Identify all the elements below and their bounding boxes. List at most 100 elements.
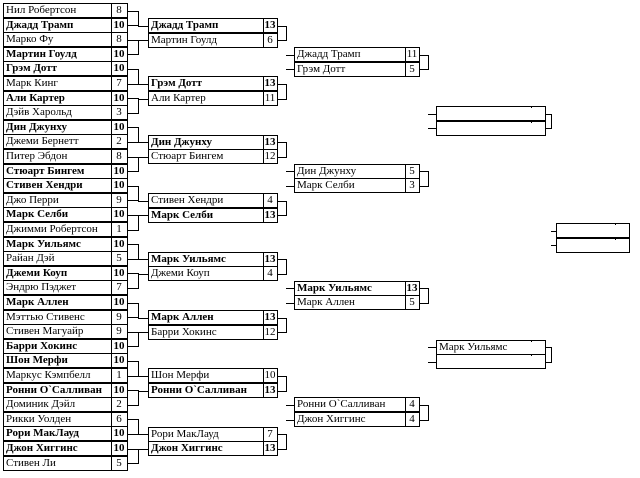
- connector-line: [546, 128, 552, 129]
- connector-line: [428, 362, 436, 363]
- player-score: 10: [111, 179, 127, 193]
- connector-line: [128, 361, 139, 362]
- bracket-slot: Марко Фу 8: [3, 32, 128, 48]
- player-score: 10: [111, 442, 127, 455]
- player-name: Джадд Трамп: [151, 19, 219, 31]
- connector-line: [128, 317, 139, 318]
- connector-line: [128, 84, 139, 85]
- player-name: Эндрю Пэджет: [6, 281, 77, 294]
- player-score: 13: [263, 311, 276, 324]
- connector-line: [278, 157, 287, 158]
- player-name: Мартин Гоулд: [151, 33, 217, 46]
- connector-line: [128, 303, 139, 304]
- connector-line: [138, 157, 148, 158]
- player-score: 11: [263, 92, 276, 105]
- player-name: Марк Уильямс: [151, 252, 226, 265]
- connector-line: [551, 347, 552, 363]
- player-score: 10: [111, 62, 127, 76]
- player-name: Ронни О`Салливан: [151, 384, 247, 396]
- player-name: Али Картер: [151, 92, 206, 104]
- connector-line: [128, 390, 139, 391]
- connector-line: [551, 231, 556, 232]
- player-name: Рикки Уолден: [6, 412, 72, 425]
- connector-line: [138, 273, 139, 289]
- connector-line: [128, 171, 139, 172]
- player-name: Грэм Дотт: [297, 62, 346, 75]
- player-score: 13: [263, 19, 276, 32]
- connector-line: [278, 142, 287, 143]
- player-score: 13: [405, 281, 418, 295]
- connector-line: [138, 376, 148, 377]
- player-score: 10: [111, 164, 127, 178]
- player-name: Марк Селби: [151, 208, 214, 221]
- player-name: Джон Хиггинс: [151, 442, 223, 455]
- player-score: 5: [405, 164, 419, 178]
- player-name: Дин Джунху: [297, 164, 357, 177]
- player-score: 5: [111, 252, 127, 266]
- connector-line: [128, 273, 139, 274]
- connector-line: [138, 98, 139, 114]
- connector-line: [420, 405, 429, 406]
- connector-line: [138, 127, 139, 143]
- connector-line: [138, 84, 148, 85]
- player-name: Джеми Бернетт: [6, 135, 79, 148]
- player-name: Грэм Дотт: [151, 77, 203, 90]
- player-name: Райан Дэй: [6, 252, 55, 265]
- player-score: 10: [111, 237, 127, 251]
- player-score: 2: [111, 398, 127, 412]
- player-name: Марк Кинг: [6, 77, 58, 89]
- connector-line: [428, 55, 429, 70]
- player-score: 6: [111, 412, 127, 426]
- connector-line: [551, 114, 552, 129]
- connector-line: [278, 391, 287, 392]
- connector-line: [128, 346, 139, 347]
- connector-line: [278, 434, 287, 435]
- player-score: 10: [111, 354, 127, 368]
- player-name: Дин Джунху: [151, 135, 212, 148]
- connector-line: [138, 40, 139, 55]
- connector-line: [286, 376, 287, 392]
- player-score: 8: [111, 33, 127, 47]
- connector-line: [138, 274, 148, 275]
- player-name: Мэттью Стивенс: [6, 310, 85, 323]
- connector-line: [128, 200, 139, 201]
- connector-line: [286, 84, 287, 100]
- player-score: 1: [111, 223, 127, 236]
- connector-line: [278, 376, 287, 377]
- player-name: Шон Мерфи: [6, 354, 68, 367]
- connector-line: [128, 244, 139, 245]
- connector-line: [138, 186, 139, 201]
- player-name: Марк Аллен: [297, 296, 355, 309]
- connector-line: [138, 361, 139, 377]
- connector-line: [138, 434, 148, 435]
- connector-line: [128, 230, 139, 231]
- player-name: Джо Перри: [6, 193, 59, 206]
- player-name: Стивен Хендри: [151, 194, 224, 207]
- connector-line: [138, 215, 148, 216]
- player-score: 8: [111, 150, 127, 163]
- connector-line: [138, 69, 139, 85]
- player-score: 13: [263, 442, 276, 456]
- bracket-slot: Джон Хиггинс 13: [148, 441, 278, 457]
- player-name: Марко Фу: [6, 33, 54, 46]
- player-score: 10: [111, 47, 127, 61]
